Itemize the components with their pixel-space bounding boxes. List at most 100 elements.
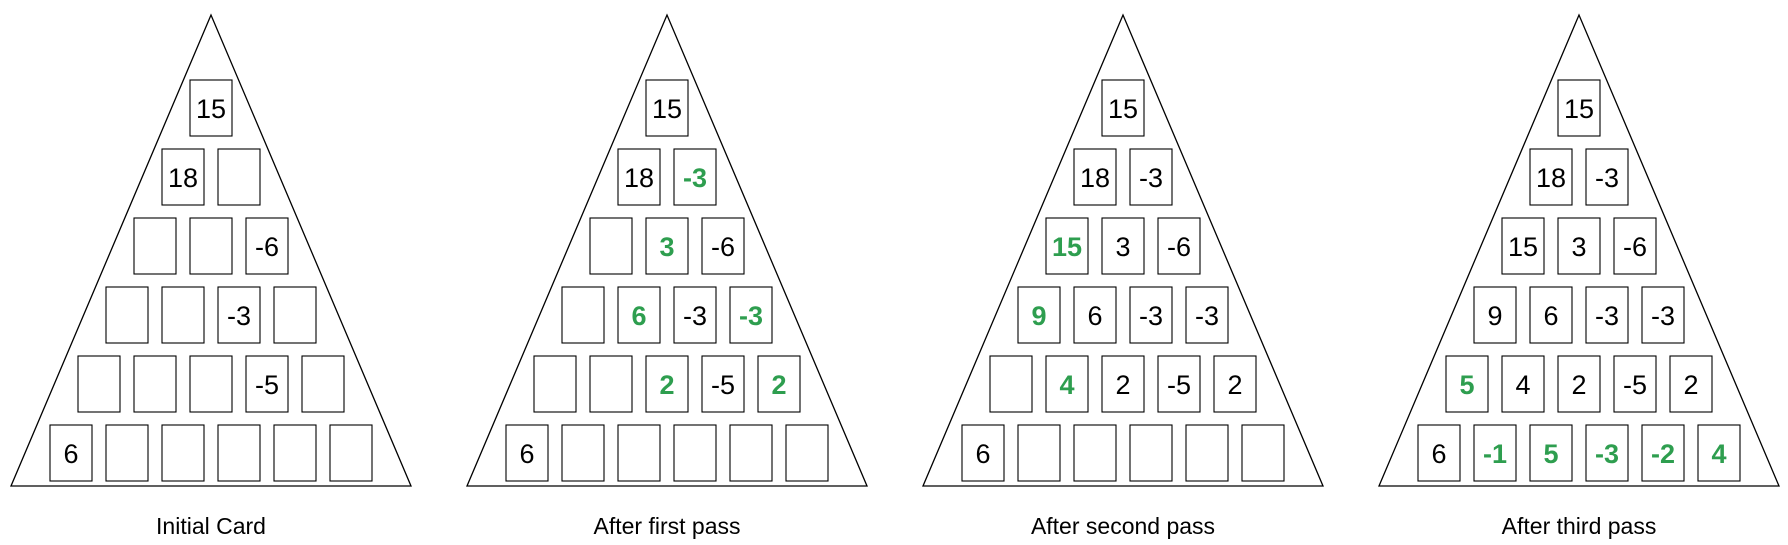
pyramid-cell: 5 — [1445, 355, 1489, 413]
pyramid-cell: 15 — [1045, 217, 1089, 275]
given-value: -5 — [255, 370, 279, 400]
pyramid-cell — [589, 355, 633, 413]
cell-box — [1445, 355, 1489, 413]
pyramid-cell: 18 — [1073, 148, 1117, 206]
pyramid-cell — [273, 424, 317, 482]
pyramid-cell: 5 — [1529, 424, 1573, 482]
given-value: 2 — [1115, 370, 1130, 400]
cell-box — [1101, 79, 1145, 137]
filled-value: -3 — [1595, 439, 1619, 469]
cell-box — [701, 355, 745, 413]
cell-box — [189, 217, 233, 275]
cell-box — [729, 424, 773, 482]
cell-box — [589, 355, 633, 413]
pyramid-cell — [217, 148, 261, 206]
cell-box — [217, 424, 261, 482]
cell-box — [133, 355, 177, 413]
filled-value: 2 — [659, 370, 674, 400]
given-value: 15 — [1564, 94, 1594, 124]
cell-box — [729, 286, 773, 344]
given-value: 18 — [1080, 163, 1110, 193]
cell-box — [1073, 286, 1117, 344]
cell-box — [273, 424, 317, 482]
cell-box — [1129, 424, 1173, 482]
pyramid-cell: -6 — [1613, 217, 1657, 275]
pyramid-cell: 2 — [1557, 355, 1601, 413]
pyramid-cell: 15 — [645, 79, 689, 137]
pyramid-cell: 2 — [757, 355, 801, 413]
filled-value: 3 — [659, 232, 674, 262]
pyramid-cell: 2 — [645, 355, 689, 413]
cell-box — [1157, 217, 1201, 275]
filled-value: -2 — [1651, 439, 1675, 469]
given-value: 18 — [1536, 163, 1566, 193]
given-value: -3 — [1139, 301, 1163, 331]
cell-box — [1641, 286, 1685, 344]
given-value: 6 — [519, 439, 534, 469]
pyramid-cell: -3 — [673, 148, 717, 206]
given-value: -3 — [1139, 163, 1163, 193]
cell-box — [301, 355, 345, 413]
filled-value: 5 — [1459, 370, 1474, 400]
given-value: -6 — [255, 232, 279, 262]
pyramid-cell: 18 — [1529, 148, 1573, 206]
cell-box — [1101, 217, 1145, 275]
filled-value: -1 — [1483, 439, 1507, 469]
pyramid-cell: -3 — [217, 286, 261, 344]
cell-box — [1585, 424, 1629, 482]
given-value: -5 — [1167, 370, 1191, 400]
cell-box — [49, 424, 93, 482]
pyramid-cell — [561, 424, 605, 482]
cell-box — [161, 286, 205, 344]
cell-box — [273, 286, 317, 344]
given-value: 15 — [652, 94, 682, 124]
given-value: 15 — [1508, 232, 1538, 262]
pyramid-cell: 18 — [161, 148, 205, 206]
filled-value: 2 — [771, 370, 786, 400]
panel-caption: Initial Card — [156, 513, 266, 539]
filled-value: -3 — [739, 301, 763, 331]
pyramid-cell: -6 — [701, 217, 745, 275]
pyramid-cell: 3 — [645, 217, 689, 275]
pyramid-cell — [589, 217, 633, 275]
given-value: 6 — [1543, 301, 1558, 331]
pyramid-cell: -6 — [1157, 217, 1201, 275]
pyramid-cell — [1241, 424, 1285, 482]
cell-box — [217, 148, 261, 206]
panel-caption: After third pass — [1502, 513, 1657, 539]
pyramid-cell — [105, 286, 149, 344]
given-value: 2 — [1683, 370, 1698, 400]
pyramid-cell: -3 — [729, 286, 773, 344]
cell-box — [1045, 355, 1089, 413]
pyramid-cell: -1 — [1473, 424, 1517, 482]
pyramid-cell: 3 — [1101, 217, 1145, 275]
cell-box — [561, 424, 605, 482]
cell-box — [1185, 424, 1229, 482]
pyramid-cell: 9 — [1017, 286, 1061, 344]
pyramid-cell — [533, 355, 577, 413]
pyramid-cell — [1017, 424, 1061, 482]
pyramid-cell: 6 — [1529, 286, 1573, 344]
pyramid-cell — [77, 355, 121, 413]
pyramid-cell: 15 — [189, 79, 233, 137]
cell-box — [785, 424, 829, 482]
cell-box — [1557, 79, 1601, 137]
cell-box — [1473, 424, 1517, 482]
filled-value: 5 — [1543, 439, 1558, 469]
cell-box — [617, 424, 661, 482]
cell-box — [757, 355, 801, 413]
pyramid-cell — [189, 217, 233, 275]
given-value: -5 — [1623, 370, 1647, 400]
filled-value: 4 — [1711, 439, 1726, 469]
given-value: 6 — [63, 439, 78, 469]
panel-caption: After second pass — [1031, 513, 1215, 539]
pyramid-cell — [161, 286, 205, 344]
pyramid-cell: -3 — [1129, 148, 1173, 206]
cell-box — [505, 424, 549, 482]
filled-value: 6 — [631, 301, 646, 331]
cell-box — [673, 286, 717, 344]
